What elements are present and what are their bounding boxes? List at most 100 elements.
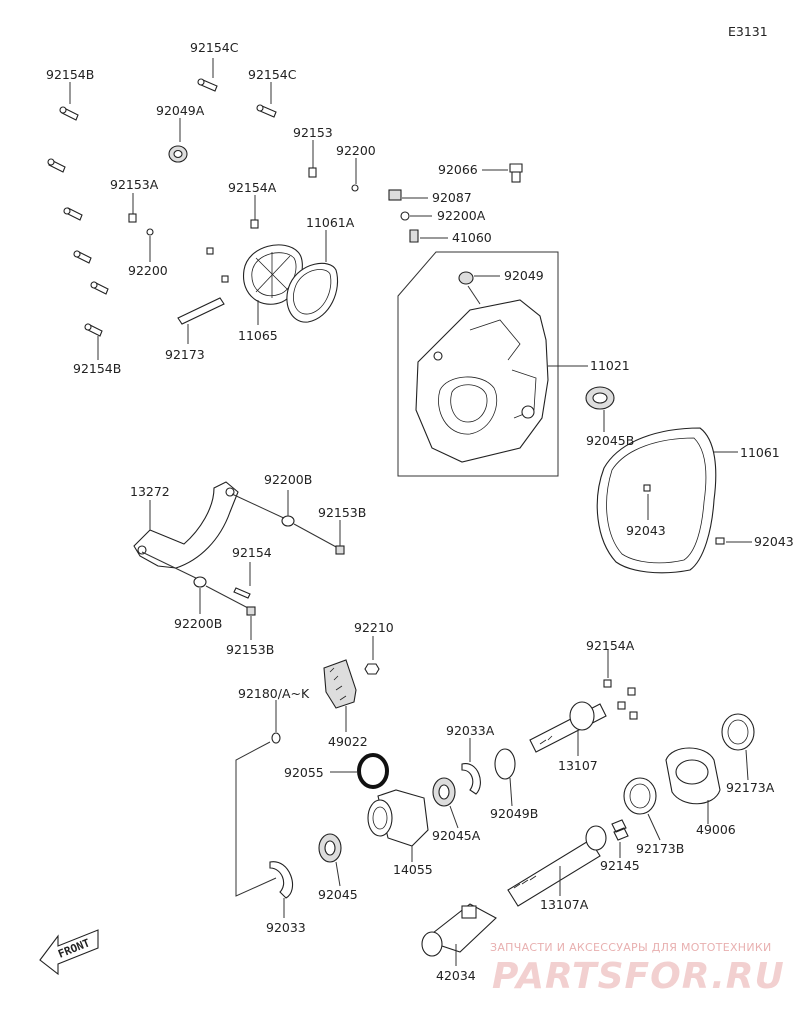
label-11021: 11021 — [590, 358, 630, 373]
label-11061: 11061 — [740, 445, 780, 460]
label-92210: 92210 — [354, 620, 394, 635]
small-screws[interactable] — [206, 247, 229, 283]
label-92045a: 92045A — [432, 828, 481, 843]
cover-group-box — [397, 251, 559, 477]
bolt-92154b-b[interactable] — [84, 323, 103, 360]
page-code: E3131 — [728, 24, 768, 39]
bolt-92154c-a[interactable] — [197, 58, 218, 92]
label-92180: 92180/A~K — [238, 686, 310, 701]
label-92154b-b: 92154B — [73, 361, 121, 376]
shaft-13107[interactable] — [529, 701, 607, 756]
bolt-92154b-a[interactable] — [59, 82, 79, 121]
label-92200-a: 92200 — [336, 143, 376, 158]
label-92200b-b: 92200B — [174, 616, 222, 631]
bolt-misc-2[interactable] — [63, 207, 83, 221]
watermark-line2: PARTSFOR.RU — [492, 956, 785, 997]
bolt-92154c-b[interactable] — [256, 82, 277, 118]
callout-labels: 92154C 92154C 92154B 92049A 92153 92200 … — [46, 40, 794, 983]
bolt-92153b-b[interactable] — [246, 606, 256, 640]
circlip-92180[interactable] — [235, 700, 281, 897]
shaft-13107a[interactable] — [507, 825, 607, 907]
label-92153a: 92153A — [110, 177, 159, 192]
nut-92210[interactable] — [364, 636, 380, 675]
gear-49022[interactable] — [323, 659, 357, 732]
bracket-92173[interactable] — [177, 297, 225, 344]
label-92049a: 92049A — [156, 103, 205, 118]
bolt-misc-1[interactable] — [47, 158, 66, 173]
bearing-92045a[interactable] — [432, 777, 459, 829]
label-92173b: 92173B — [636, 841, 684, 856]
dowel-92043-b[interactable] — [715, 537, 752, 545]
plug-92066[interactable] — [482, 163, 523, 183]
housing-14055[interactable] — [367, 789, 429, 862]
bolt-92154a-a[interactable] — [250, 195, 259, 229]
oring-92055[interactable] — [330, 753, 389, 789]
nut-92049a[interactable] — [168, 118, 188, 163]
spring-92145[interactable] — [611, 819, 629, 858]
label-92045: 92045 — [318, 887, 358, 902]
label-92200b-a: 92200B — [264, 472, 312, 487]
label-92153b-b: 92153B — [226, 642, 274, 657]
oil-seal-92049[interactable] — [458, 271, 500, 305]
plug-92087[interactable] — [388, 189, 428, 201]
label-13107a: 13107A — [540, 897, 589, 912]
label-13107: 13107 — [558, 758, 598, 773]
label-92043-a: 92043 — [626, 523, 666, 538]
label-41060: 41060 — [452, 230, 492, 245]
washer-92200-b[interactable] — [146, 228, 154, 262]
washer-92200b-b[interactable] — [193, 576, 249, 614]
label-11065: 11065 — [238, 328, 278, 343]
label-92173a: 92173A — [726, 780, 775, 795]
bolts-92154a-b[interactable] — [603, 650, 638, 720]
washer-92200a[interactable] — [400, 211, 432, 221]
washer-92200-a[interactable] — [351, 158, 359, 192]
circlip-92033[interactable] — [269, 861, 294, 918]
label-92043-b: 92043 — [754, 534, 794, 549]
gasket-11061a[interactable] — [286, 230, 338, 323]
boot-92173a[interactable] — [721, 713, 755, 781]
label-92033a: 92033A — [446, 723, 495, 738]
label-13272: 13272 — [130, 484, 170, 499]
bearing-92045b[interactable] — [585, 386, 615, 432]
bolt-92153b-a[interactable] — [335, 520, 345, 555]
bolt-92153[interactable] — [308, 140, 317, 178]
washer-92200b-a[interactable] — [281, 490, 339, 549]
front-arrow: FRONT — [39, 929, 99, 976]
watermark-line1: ЗАПЧАСТИ И АКСЕССУАРЫ ДЛЯ МОТОТЕХНИКИ — [490, 941, 772, 954]
circlip-92033a[interactable] — [461, 738, 481, 795]
seal-92049b[interactable] — [494, 748, 516, 807]
label-92033: 92033 — [266, 920, 306, 935]
gasket-11061[interactable] — [596, 427, 738, 574]
label-92200-b: 92200 — [128, 263, 168, 278]
guide-13272[interactable] — [133, 481, 289, 581]
label-92173: 92173 — [165, 347, 205, 362]
label-92049b: 92049B — [490, 806, 538, 821]
bolt-92154[interactable] — [233, 562, 251, 599]
label-92154c-b: 92154C — [248, 67, 297, 82]
label-92049: 92049 — [504, 268, 544, 283]
label-92087: 92087 — [432, 190, 472, 205]
label-11061a: 11061A — [306, 215, 355, 230]
bolt-misc-3[interactable] — [73, 250, 109, 295]
label-49006: 49006 — [696, 822, 736, 837]
label-92145: 92145 — [600, 858, 640, 873]
label-92066: 92066 — [438, 162, 478, 177]
label-92045b: 92045B — [586, 433, 634, 448]
label-92154: 92154 — [232, 545, 272, 560]
label-14055: 14055 — [393, 862, 433, 877]
dowel-92043-a[interactable] — [643, 484, 651, 520]
watermark: ЗАПЧАСТИ И АКСЕССУАРЫ ДЛЯ МОТОТЕХНИКИ PA… — [490, 941, 785, 997]
label-92154a-b: 92154A — [586, 638, 635, 653]
bolt-92153a[interactable] — [128, 193, 137, 223]
label-92154b-a: 92154B — [46, 67, 94, 82]
label-92154c-a: 92154C — [190, 40, 239, 55]
label-92153: 92153 — [293, 125, 333, 140]
label-92154a-a: 92154A — [228, 180, 277, 195]
crankcase-cover-11021[interactable] — [415, 299, 588, 463]
switch-41060[interactable] — [409, 229, 448, 243]
joint-49006[interactable] — [665, 747, 721, 824]
boot-92173b[interactable] — [623, 777, 661, 841]
bearing-92045[interactable] — [318, 833, 342, 887]
joint-42034[interactable] — [421, 903, 497, 966]
